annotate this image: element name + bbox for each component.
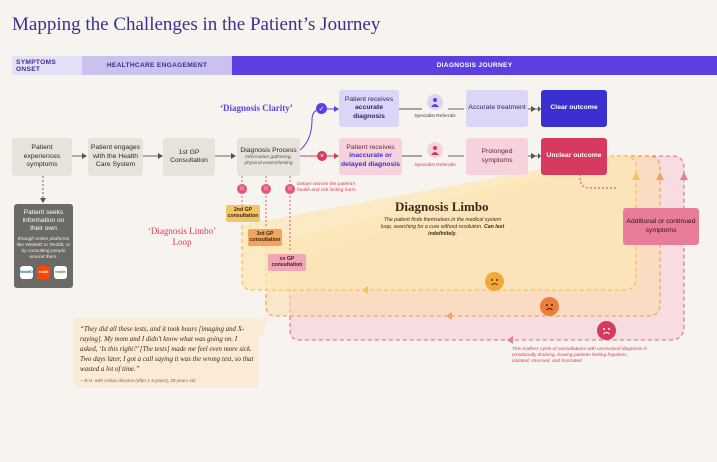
tag-2nd-gp: 2nd GP consultation	[226, 205, 260, 222]
node-experiences-symptoms: Patient experiences symptoms	[12, 138, 72, 176]
health-forum-logo: health	[54, 265, 67, 279]
node-seeks-information: Patient seeks information on their own t…	[14, 204, 73, 288]
loop-xx-up	[680, 172, 688, 180]
node-prolonged-symptoms: Prolonged symptoms	[466, 138, 528, 175]
delays-note: Delays worsen the patient’s health and r…	[297, 182, 357, 194]
loop-2nd	[241, 155, 637, 291]
tag-3rd-gp: 3rd GP consultation	[248, 229, 282, 246]
process-title: Diagnosis Process	[240, 146, 297, 154]
diagnosis-limbo-loop-label: ‘Diagnosis Limbo’ Loop	[147, 226, 217, 247]
arrow-heads	[40, 106, 541, 203]
limbo-desc-text: The patient finds themselves in the medi…	[380, 217, 502, 231]
platform-logos: WebMD reddit health	[20, 265, 67, 279]
node-diagnosis-process: Diagnosis Process Information gathering,…	[237, 138, 300, 176]
cross-icon: ×	[317, 151, 327, 161]
loop-3rd-up	[656, 172, 664, 180]
loop-3rd-arrow	[446, 312, 452, 320]
node-inaccurate-diagnosis: Patient receives inaccurate or delayed d…	[339, 138, 402, 175]
limbo-desc-bold: Can last indefinitely.	[428, 224, 505, 238]
specialist-icon-bottom	[427, 142, 443, 158]
check-icon: ✓	[316, 103, 327, 114]
accurate-bold: accurate diagnosis	[353, 104, 385, 120]
node-accurate-treatment: Accurate treatment	[466, 90, 528, 127]
phase-diagnosis-journey: DIAGNOSIS JOURNEY	[232, 56, 717, 75]
gp-icon-3: ☺	[285, 184, 295, 194]
node-engages-health-system: Patient engages with the Health Care Sys…	[88, 138, 143, 176]
reddit-logo: reddit	[37, 265, 50, 279]
seeks-title: Patient seeks information on their own	[22, 209, 65, 233]
gp-icon-2: ☺	[261, 184, 271, 194]
specialist-referrals-bottom: Specialist Referrals	[414, 163, 456, 168]
quote-attribution: —E.H. with Celiac disease (after 1.5 yea…	[80, 378, 196, 383]
sad-face-icon-red	[597, 321, 616, 340]
sad-face-icon-yellow	[485, 272, 504, 291]
node-first-gp: 1st GP Consultation	[163, 138, 215, 176]
loop-xx-arrow	[507, 336, 513, 344]
limbo-title: Diagnosis Limbo	[395, 199, 489, 214]
node-clear-outcome: Clear outcome	[541, 90, 607, 127]
tag-xx-gp: xx GP consultation	[268, 254, 306, 271]
gp-icon-1: ☺	[237, 184, 247, 194]
node-additional-symptoms: Additional or continued symptoms	[623, 208, 699, 245]
endless-cycle-note: This endless cycle of consultations with…	[512, 347, 647, 365]
inaccurate-bold: inaccurate or delayed diagnosis	[341, 152, 400, 168]
limbo-description: The patient finds themselves in the medi…	[380, 217, 505, 238]
phase-symptoms-onset: SYMPTOMS ONSET	[12, 56, 82, 75]
quote-text: “They did all these tests, and it took h…	[80, 326, 254, 373]
node-unclear-outcome: Unclear outcome	[541, 138, 607, 175]
loop-2nd-up	[632, 172, 640, 180]
process-subtitle: Information gathering, physical exams/te…	[244, 155, 293, 167]
specialist-referrals-top: Specialist Referrals	[414, 114, 456, 119]
sad-face-icon-orange	[540, 297, 559, 316]
diagnosis-clarity-label: ‘Diagnosis Clarity’	[220, 103, 293, 113]
specialist-icon-top	[427, 94, 443, 110]
inaccurate-prefix: Patient receives	[346, 143, 395, 151]
clarity-branch	[299, 108, 336, 151]
loop-2nd-arrow	[362, 286, 368, 294]
seeks-subtitle: through online platforms like WebMD or R…	[16, 236, 71, 261]
main-arrows	[42, 108, 538, 198]
quote-box	[73, 318, 259, 388]
phase-healthcare-engagement: HEALTHCARE ENGAGEMENT	[82, 56, 232, 75]
accurate-prefix: Patient receives	[344, 95, 394, 103]
webmd-logo: WebMD	[20, 265, 33, 279]
node-accurate-diagnosis: Patient receives accurate diagnosis	[339, 90, 399, 127]
page-title: Mapping the Challenges in the Patient’s …	[12, 14, 381, 35]
